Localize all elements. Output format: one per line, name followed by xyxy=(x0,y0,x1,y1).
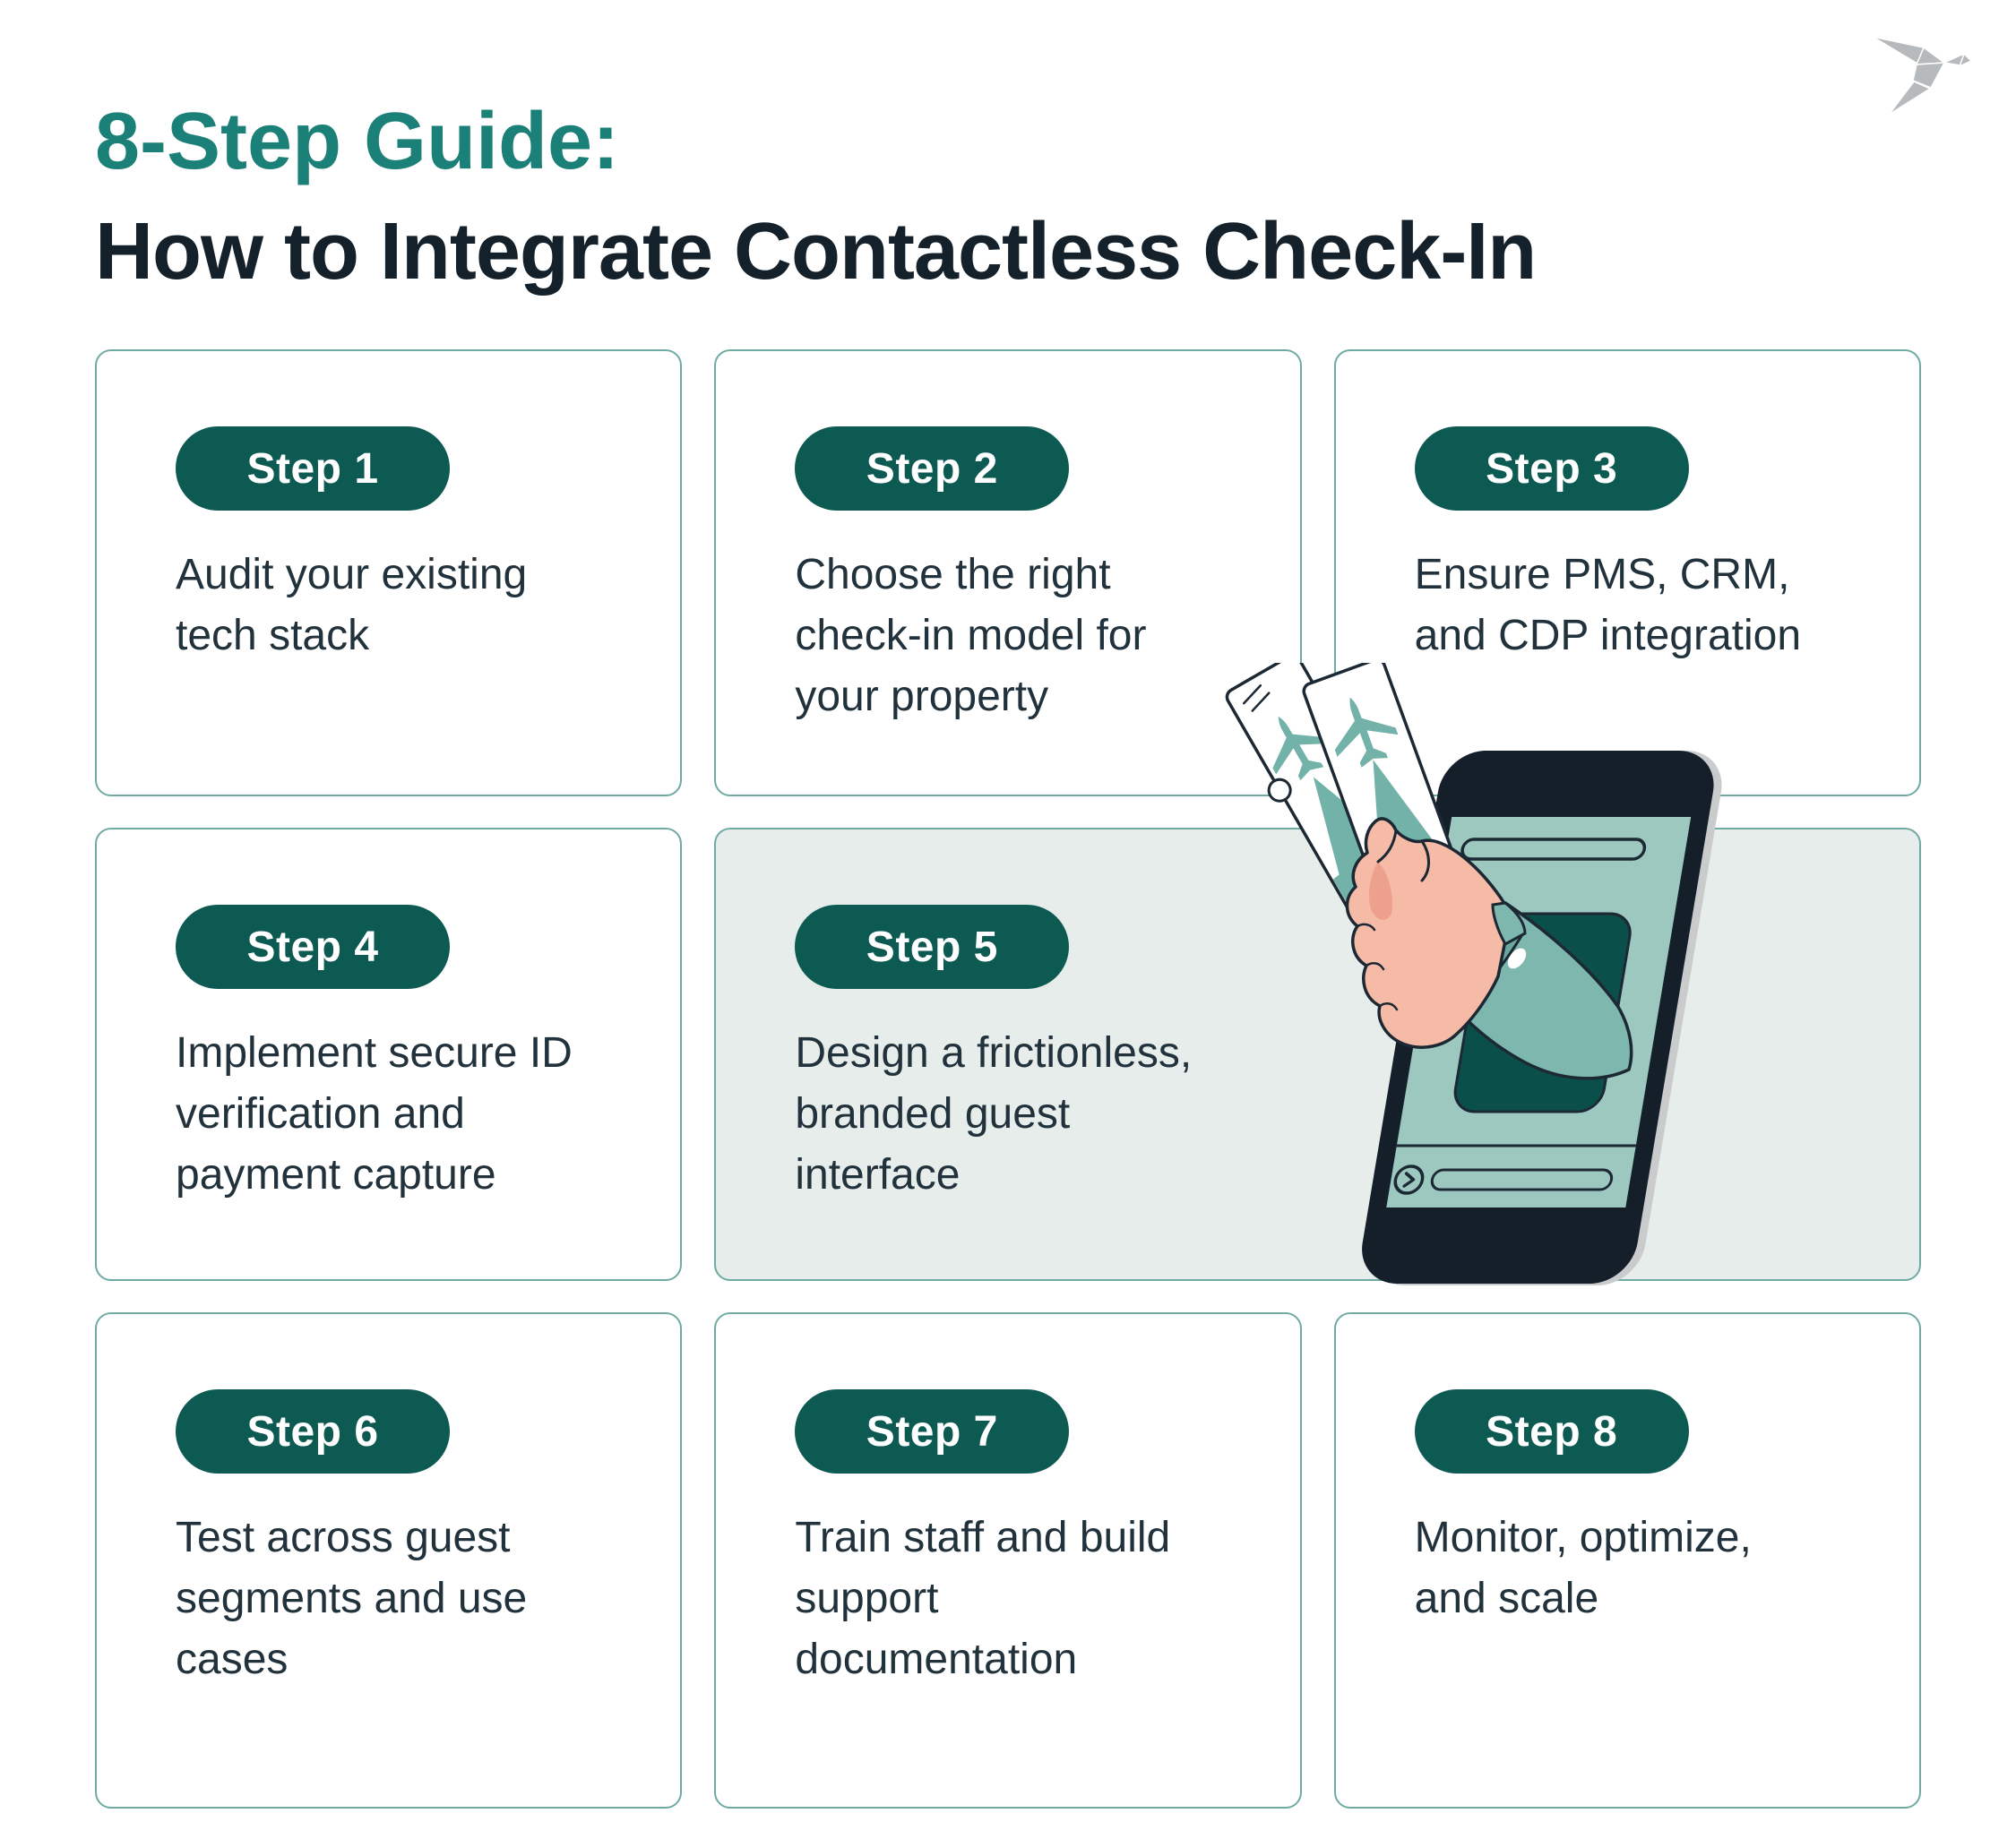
step-card-1: Step 1 Audit your existing tech stack xyxy=(95,349,683,796)
cuff-icon xyxy=(1491,901,1527,969)
step-4-badge: Step 4 xyxy=(176,905,450,989)
origami-bird-logo xyxy=(1828,25,1972,124)
step-card-7: Step 7 Train staff and build support doc… xyxy=(714,1312,1302,1809)
step-3-description: Ensure PMS, CRM, and CDP integration xyxy=(1414,551,1802,659)
step-card-5: Step 5 Design a frictionless, branded gu… xyxy=(714,828,1921,1281)
step-7-description: Train staff and build support documentat… xyxy=(795,1514,1171,1683)
step-card-2: Step 2 Choose the right check-in model f… xyxy=(714,349,1302,796)
step-card-4: Step 4 Implement secure ID verification … xyxy=(95,828,683,1281)
step-5-badge: Step 5 xyxy=(795,905,1070,989)
header: 8-Step Guide: How to Integrate Contactle… xyxy=(95,97,1537,305)
hand-icon xyxy=(1345,817,1509,1049)
step-4-description: Implement secure ID verification and pay… xyxy=(176,1029,573,1199)
step-card-6: Step 6 Test across guest segments and us… xyxy=(95,1312,683,1809)
step-6-description: Test across guest segments and use cases xyxy=(176,1514,528,1683)
step-8-description: Monitor, optimize, and scale xyxy=(1414,1514,1752,1622)
page-title-accent: 8-Step Guide: xyxy=(95,97,620,186)
step-5-description: Design a frictionless, branded guest int… xyxy=(795,1029,1193,1199)
phone-hand-tickets-illustration xyxy=(1210,654,1801,1311)
step-1-description: Audit your existing tech stack xyxy=(176,551,528,659)
step-2-badge: Step 2 xyxy=(795,426,1070,511)
page-title: How to Integrate Contactless Check-In xyxy=(95,207,1537,297)
step-card-3: Step 3 Ensure PMS, CRM, and CDP integrat… xyxy=(1333,349,1921,796)
step-card-8: Step 8 Monitor, optimize, and scale xyxy=(1333,1312,1921,1809)
step-1-badge: Step 1 xyxy=(176,426,450,511)
step-7-badge: Step 7 xyxy=(795,1389,1070,1474)
steps-grid: Step 1 Audit your existing tech stack St… xyxy=(95,349,1921,1809)
step-8-badge: Step 8 xyxy=(1414,1389,1689,1474)
step-3-badge: Step 3 xyxy=(1414,426,1689,511)
step-6-badge: Step 6 xyxy=(176,1389,450,1474)
step-2-description: Choose the right check-in model for your… xyxy=(795,551,1147,720)
